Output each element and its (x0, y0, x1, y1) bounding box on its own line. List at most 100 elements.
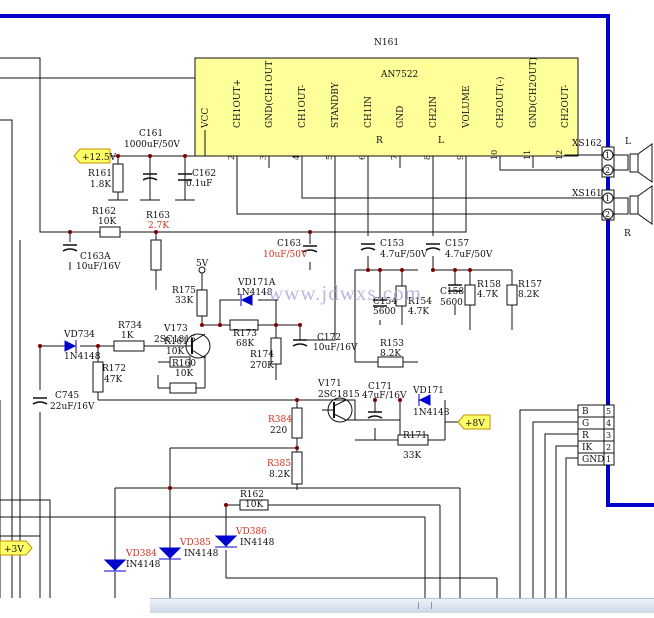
capacitors (32, 173, 462, 419)
r160-ref: R160 (172, 359, 196, 369)
r384-ref: R384 (268, 415, 292, 425)
ic-mark-r: R (376, 136, 383, 146)
v171-ref: V171 (317, 379, 342, 389)
c163a-val: 10uF/16V (76, 262, 121, 272)
r160-val: 10K (175, 369, 193, 379)
r163-ref: R163 (146, 211, 170, 221)
c158-ref: C158 (440, 287, 464, 297)
connector-pin-name: B (582, 407, 589, 417)
c163-ref: C163 (277, 239, 301, 249)
scrollbar-grip[interactable] (418, 602, 432, 609)
c745-ref: C745 (55, 391, 79, 401)
connector-pin-name: G (582, 419, 589, 429)
ic-pin-number: 2 (227, 155, 236, 160)
c157-ref: C157 (445, 239, 469, 249)
flag-12v5-label: +12.5V (82, 153, 117, 163)
resistors (92, 163, 518, 511)
ic-part: AN7522 (380, 70, 418, 80)
r175-ref: R175 (172, 286, 196, 296)
ic-pin-number: 7 (390, 155, 399, 160)
connector-pin-number: 3 (606, 431, 611, 440)
ic-pin-name: GND(CH1OUT (264, 61, 275, 128)
vd171-val: 1N4148 (413, 408, 450, 418)
connector-pin-name: GND (582, 455, 604, 465)
ic-pin-name: STANDBY (331, 81, 341, 128)
ic-body (194, 57, 579, 157)
flag-3v-label: +3V (4, 545, 24, 555)
v5-label: 5V (196, 259, 209, 269)
ic-pin-name: CH2IN (429, 96, 439, 128)
r734-val: 1K (121, 331, 134, 341)
ic-pin-number: 5 (325, 155, 334, 160)
flag-8v-label: +8V (465, 419, 485, 429)
speaker-r-label: R (624, 229, 631, 239)
ic-pin-number: 10 (490, 150, 499, 160)
ic-pin-name: GND(CH2OUT) (528, 57, 539, 128)
r385-ref: R385 (267, 459, 291, 469)
connector-num-box (603, 452, 615, 466)
r171-val: 33K (403, 451, 421, 461)
v173-ref: V173 (163, 324, 188, 334)
flag-12v5 (73, 148, 111, 164)
c153-val: 4.7uF/50V (380, 250, 428, 260)
ic-pin-number: 9 (456, 155, 465, 160)
r163-val: 2.7K (148, 221, 169, 231)
r162a-ref: R162 (92, 207, 116, 217)
c172-val: 10uF/16V (313, 343, 358, 353)
xs162-pin2: 2 (605, 166, 610, 175)
r157-ref: R157 (518, 280, 542, 290)
c163a-ref: C163A (80, 252, 111, 262)
r161b-ref: R161 (164, 337, 188, 347)
vd734-ref: VD734 (63, 330, 95, 340)
ic-pin-name: CH2OUT- (561, 85, 571, 128)
r384-val: 220 (270, 426, 287, 436)
ic-pin-name: CH2OUT(-) (495, 77, 506, 129)
c162-ref: C162 (192, 169, 216, 179)
c153-ref: C153 (380, 239, 404, 249)
blue-frame (0, 14, 654, 507)
c161-ref: C161 (139, 129, 163, 139)
r158-val: 4.7K (477, 290, 498, 300)
r161b-val: 10K (166, 347, 184, 357)
vd386-val: IN4148 (240, 538, 275, 548)
speaker-l-label: L (625, 137, 631, 147)
connector-pin-number: 1 (606, 455, 611, 464)
horizontal-scrollbar[interactable] (150, 598, 654, 613)
diodes (64, 294, 431, 572)
r161-val: 1.8K (90, 180, 111, 190)
xs162-label: XS162 (572, 139, 602, 149)
c171-val: 47uF/16V (362, 391, 407, 401)
r162b-val: 10K (245, 500, 263, 510)
xs161-pin1: 1 (605, 194, 610, 203)
xs161-pin2: 2 (605, 210, 610, 219)
r172-val: 47K (104, 375, 122, 385)
connector-pin-name: IK (582, 443, 593, 453)
c172-ref: C172 (317, 333, 341, 343)
r158-ref: R158 (477, 280, 501, 290)
vd384-val: IN4148 (126, 560, 161, 570)
xs161-label: XS161 (572, 189, 602, 199)
r734-ref: R734 (118, 321, 142, 331)
c158-val: 5600 (440, 298, 463, 308)
r173-ref: R173 (233, 329, 257, 339)
r157-val: 8.2K (518, 290, 539, 300)
flag-3v (0, 540, 33, 556)
r161-ref: R161 (88, 169, 112, 179)
vd385-val: IN4148 (184, 549, 219, 559)
vd171a-val: 1N4148 (236, 288, 273, 298)
ic-pin-number: 8 (423, 155, 432, 160)
r172-ref: R172 (102, 364, 126, 374)
connector-pin-name: R (582, 431, 589, 441)
r171-ref: R171 (403, 431, 427, 441)
ic-pin-name: CH1OUT- (298, 85, 308, 128)
junctions (38, 154, 472, 507)
ic-pin-name: CH1IN (364, 96, 374, 128)
c745-val: 22uF/16V (50, 402, 95, 412)
vd384-ref: VD384 (125, 549, 157, 559)
ic-pin-name: VOLUME (462, 85, 472, 129)
xs162-pin1: 1 (605, 151, 610, 160)
vd734-val: 1N4148 (64, 352, 101, 362)
